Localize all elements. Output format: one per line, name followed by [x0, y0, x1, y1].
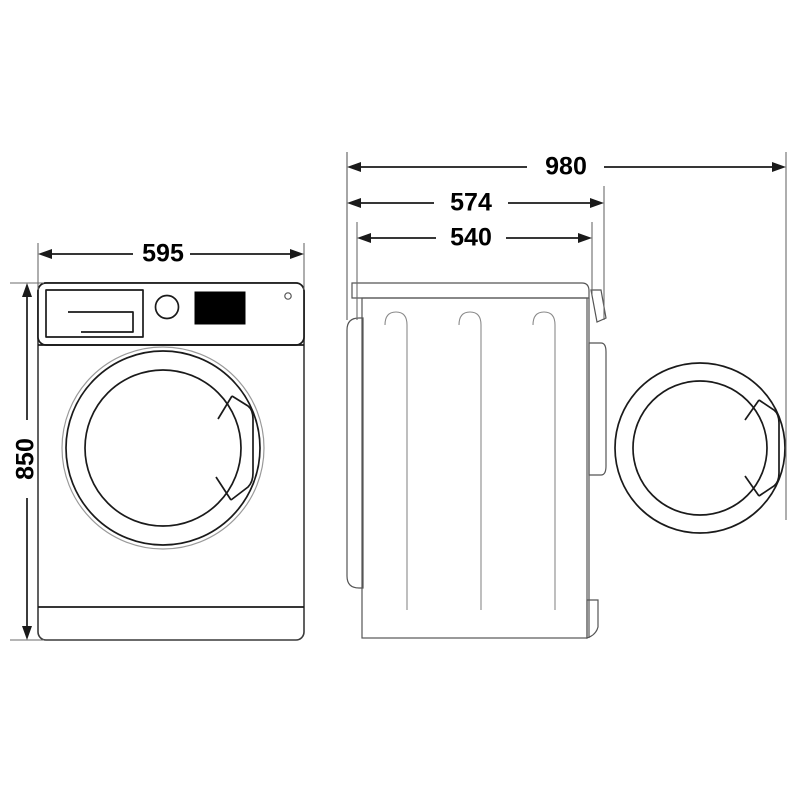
dimension-label-850: 850 [12, 438, 40, 480]
dimension-label-980: 980 [545, 153, 587, 181]
arrow-595-left [38, 249, 52, 259]
side-rear-cover [346, 317, 364, 589]
front-view [37, 282, 305, 641]
door-open-handle-edge-top [744, 399, 760, 421]
side-door-hinge [590, 289, 607, 323]
front-door-handle-edge-bottom [215, 476, 232, 501]
side-rib [532, 311, 556, 610]
dimension-574: 574 [346, 152, 605, 320]
dimension-595: 595 [37, 240, 305, 290]
dimension-540: 540 [356, 222, 593, 320]
arrow-980-right [772, 162, 786, 172]
door-open-view [614, 362, 786, 534]
program-knob[interactable] [154, 294, 180, 320]
front-door-outer-ring [61, 346, 265, 550]
door-open-inner-ring [632, 380, 768, 516]
detergent-drawer-handle[interactable] [68, 311, 134, 333]
door-open-outer-ring [614, 362, 786, 534]
front-door-glass[interactable] [84, 369, 242, 527]
dimension-850: 850 [10, 282, 44, 641]
dimension-label-574: 574 [450, 189, 492, 217]
arrow-850-bottom [22, 626, 32, 640]
side-cabinet [361, 297, 588, 639]
front-door-handle[interactable] [230, 395, 254, 501]
side-foot [586, 599, 599, 639]
dimension-label-595: 595 [142, 240, 184, 268]
arrow-595-right [290, 249, 304, 259]
arrow-850-top [22, 283, 32, 297]
side-top-lid [351, 282, 590, 299]
dimension-980: 980 [346, 152, 787, 520]
arrow-574-left [347, 198, 361, 208]
indicator-light-icon [284, 292, 292, 300]
arrow-540-left [357, 233, 371, 243]
front-door-ring[interactable] [65, 350, 261, 546]
side-door-edge [588, 342, 607, 476]
front-door-handle-edge-top [217, 395, 233, 420]
arrow-574-right [590, 198, 604, 208]
door-open-handle-edge-bottom [744, 475, 760, 497]
dimension-label-540: 540 [450, 224, 492, 252]
arrow-980-left [347, 162, 361, 172]
front-display [194, 291, 246, 325]
door-open-handle [758, 399, 780, 497]
side-rib [458, 311, 482, 610]
arrow-540-right [578, 233, 592, 243]
side-view [346, 282, 607, 639]
side-rib [384, 311, 408, 610]
